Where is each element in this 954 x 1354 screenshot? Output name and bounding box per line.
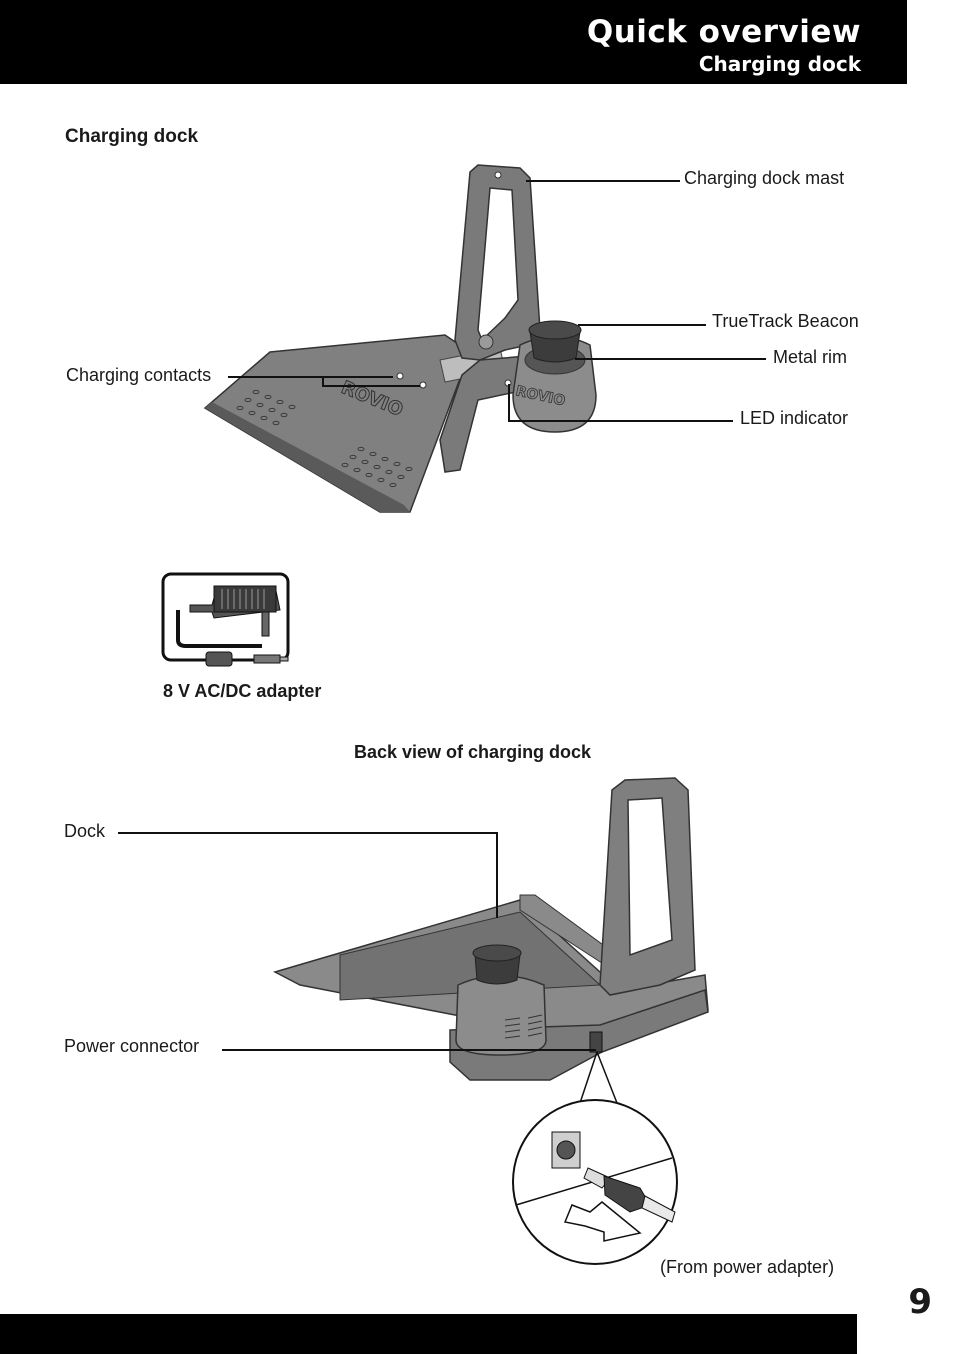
label-dock: Dock (64, 821, 106, 841)
header-bar: Quick overview Charging dock (0, 0, 907, 84)
footer-bar (0, 1314, 857, 1354)
charging-dock-front-illustration: ROVIO ROVIO (203, 164, 766, 513)
label-truetrack-beacon: TrueTrack Beacon (712, 311, 859, 331)
label-charging-dock-mast: Charging dock mast (684, 168, 845, 188)
back-view-heading: Back view of charging dock (354, 742, 592, 762)
label-charging-contacts: Charging contacts (66, 365, 212, 385)
charging-dock-back-illustration (118, 777, 709, 1265)
page-title: Quick overview (586, 14, 861, 50)
label-power-connector: Power connector (64, 1036, 200, 1056)
page-subtitle: Charging dock (698, 52, 861, 76)
label-metal-rim: Metal rim (773, 347, 848, 367)
page-number: 9 (908, 1282, 932, 1322)
label-from-power-adapter: (From power adapter) (660, 1257, 835, 1277)
adapter-caption: 8 V AC/DC adapter (163, 681, 322, 701)
label-led-indicator: LED indicator (740, 408, 849, 428)
section-heading: Charging dock (65, 126, 199, 147)
ac-dc-adapter-illustration (161, 572, 290, 667)
